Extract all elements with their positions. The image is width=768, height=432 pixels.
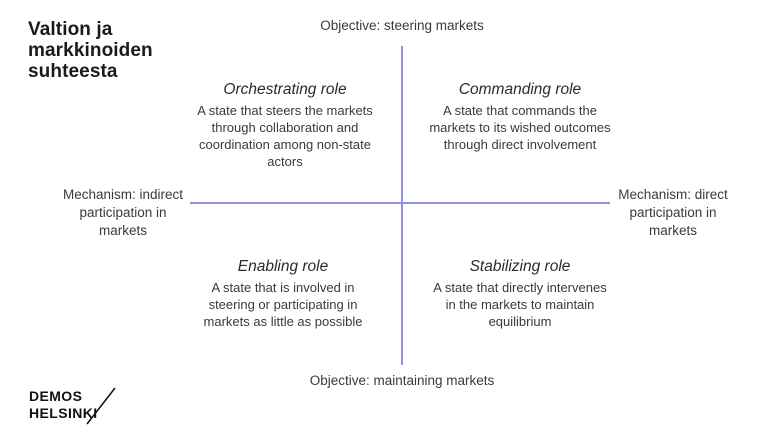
logo-line-1: DEMOS bbox=[29, 388, 83, 404]
axis-label-right: Mechanism: direct participation in marke… bbox=[618, 187, 728, 238]
quadrant-title: Orchestrating role bbox=[223, 81, 347, 98]
quadrant-enabling: Enabling role A state that is involved i… bbox=[172, 258, 394, 330]
quadrant-stabilizing: Stabilizing role A state that directly i… bbox=[409, 258, 631, 330]
quadrant-commanding: Commanding role A state that commands th… bbox=[409, 81, 631, 153]
quadrant-description: A state that commands the markets to its… bbox=[429, 103, 611, 152]
logo-line-2: HELSINKI bbox=[29, 404, 98, 421]
quadrant-description: A state that directly intervenes in the … bbox=[433, 280, 607, 329]
quadrant-title: Stabilizing role bbox=[469, 258, 571, 275]
axis-label-left: Mechanism: indirect participation in mar… bbox=[62, 187, 184, 238]
quadrant-orchestrating: Orchestrating role A state that steers t… bbox=[174, 81, 396, 170]
axis-label-bottom: Objective: maintaining markets bbox=[309, 373, 495, 388]
axis-label-top: Objective: steering markets bbox=[320, 18, 484, 33]
logo-slash-icon bbox=[86, 387, 116, 425]
quadrant-description: A state that steers the markets through … bbox=[197, 103, 373, 169]
page-title: Valtion ja markkinoiden suhteesta bbox=[28, 19, 153, 82]
quadrant-title: Commanding role bbox=[458, 81, 582, 98]
vertical-axis-line bbox=[401, 46, 403, 365]
demos-helsinki-logo: DEMOS HELSINKI bbox=[29, 388, 98, 421]
quadrant-description: A state that is involved in steering or … bbox=[203, 280, 363, 329]
quadrant-title: Enabling role bbox=[237, 258, 329, 275]
horizontal-axis-line bbox=[190, 202, 610, 204]
